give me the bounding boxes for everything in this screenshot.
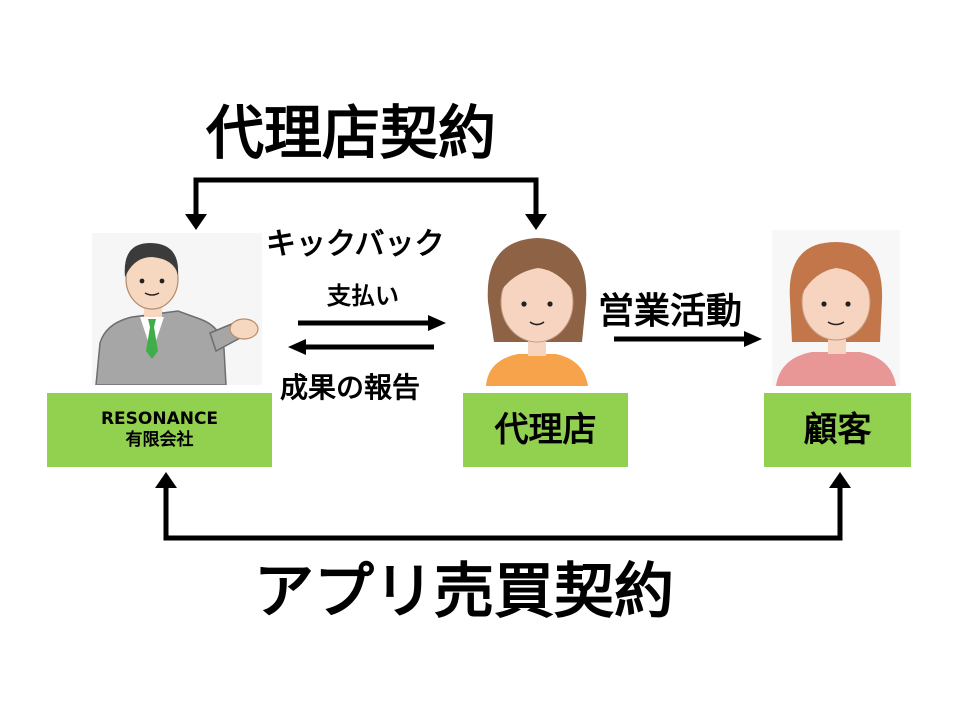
agency-contract-connector — [193, 177, 539, 222]
report-label: 成果の報告 — [280, 371, 421, 404]
agency-contract-arrowhead-right — [525, 214, 547, 230]
agency-node: 代理店 — [463, 393, 628, 467]
app-sale-arrowhead-right — [829, 472, 851, 488]
app-sale-contract-title: アプリ売買契約 — [254, 557, 674, 627]
agency-contract-title: 代理店契約 — [206, 99, 497, 167]
agency-woman-avatar — [486, 238, 588, 386]
company-type: 有限会社 — [125, 430, 194, 450]
app-sale-arrowhead-left — [155, 472, 177, 488]
app-sale-contract-connector — [163, 488, 843, 541]
customer-woman-avatar — [772, 230, 900, 386]
kickback-arrowhead — [428, 315, 446, 331]
businessman-avatar — [92, 233, 262, 385]
company-name: RESONANCE — [100, 408, 219, 429]
company-node: RESONANCE 有限会社 — [47, 393, 272, 467]
customer-node: 顧客 — [764, 393, 911, 467]
kickback-label: キックバック — [266, 227, 445, 262]
agency-label: 代理店 — [494, 410, 597, 450]
sales-arrowhead — [744, 331, 762, 347]
sales-activity-label: 営業活動 — [598, 291, 743, 332]
agency-contract-arrowhead-left — [185, 214, 207, 230]
customer-label: 顧客 — [803, 410, 872, 450]
report-arrowhead — [288, 339, 306, 355]
payment-label: 支払い — [327, 282, 399, 310]
